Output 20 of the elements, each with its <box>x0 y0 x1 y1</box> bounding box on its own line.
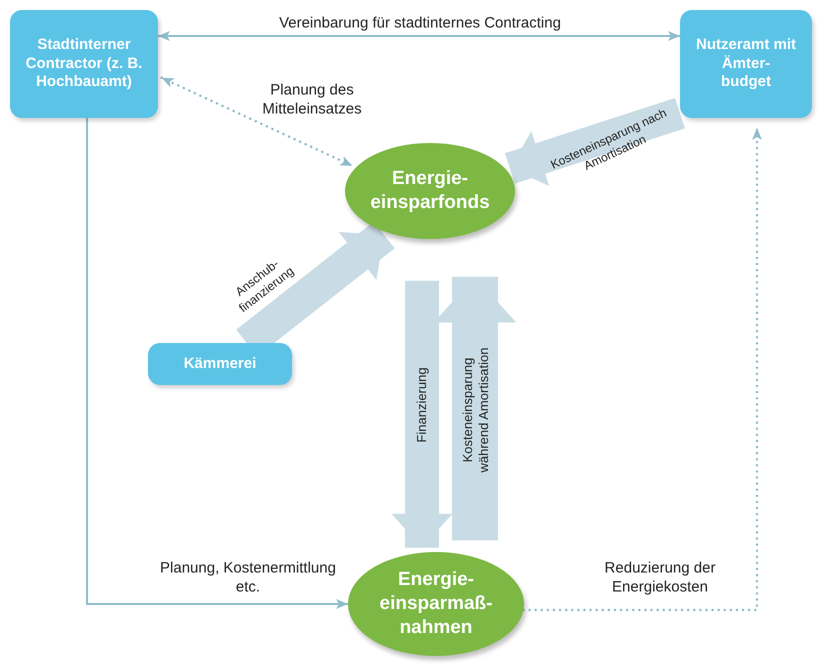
rounded-box <box>680 10 812 118</box>
node-label: Kämmerei <box>184 354 256 374</box>
arrow <box>158 31 680 41</box>
rounded-box <box>148 343 292 385</box>
edge-label: Finanzierung <box>414 366 430 445</box>
arrow <box>86 118 348 609</box>
node-label: Energie- einsparfonds <box>369 167 491 215</box>
node-label: Energie- einsparmaß- nahmen <box>378 568 494 640</box>
block-arrow <box>391 280 453 548</box>
edge-label: Reduzierung der Energiekosten <box>604 559 716 597</box>
block-arrow <box>504 98 685 186</box>
rounded-box <box>10 10 158 118</box>
edge-label: Planung, Kostenermittlung etc. <box>159 559 337 597</box>
arrow <box>160 76 354 167</box>
edge-label: Kosteneinsparung während Amortisation <box>460 346 492 475</box>
edge-label: Vereinbarung für stadtinternes Contracting <box>278 14 562 34</box>
edge-label: Planung des Mitteleinsatzes <box>261 81 363 119</box>
arrow <box>522 126 762 612</box>
node-label: Stadtinterner Contractor (z. B. Hochbauamt) <box>24 36 144 92</box>
node-label: Nutzeramt mit Ämter- budget <box>696 36 796 92</box>
